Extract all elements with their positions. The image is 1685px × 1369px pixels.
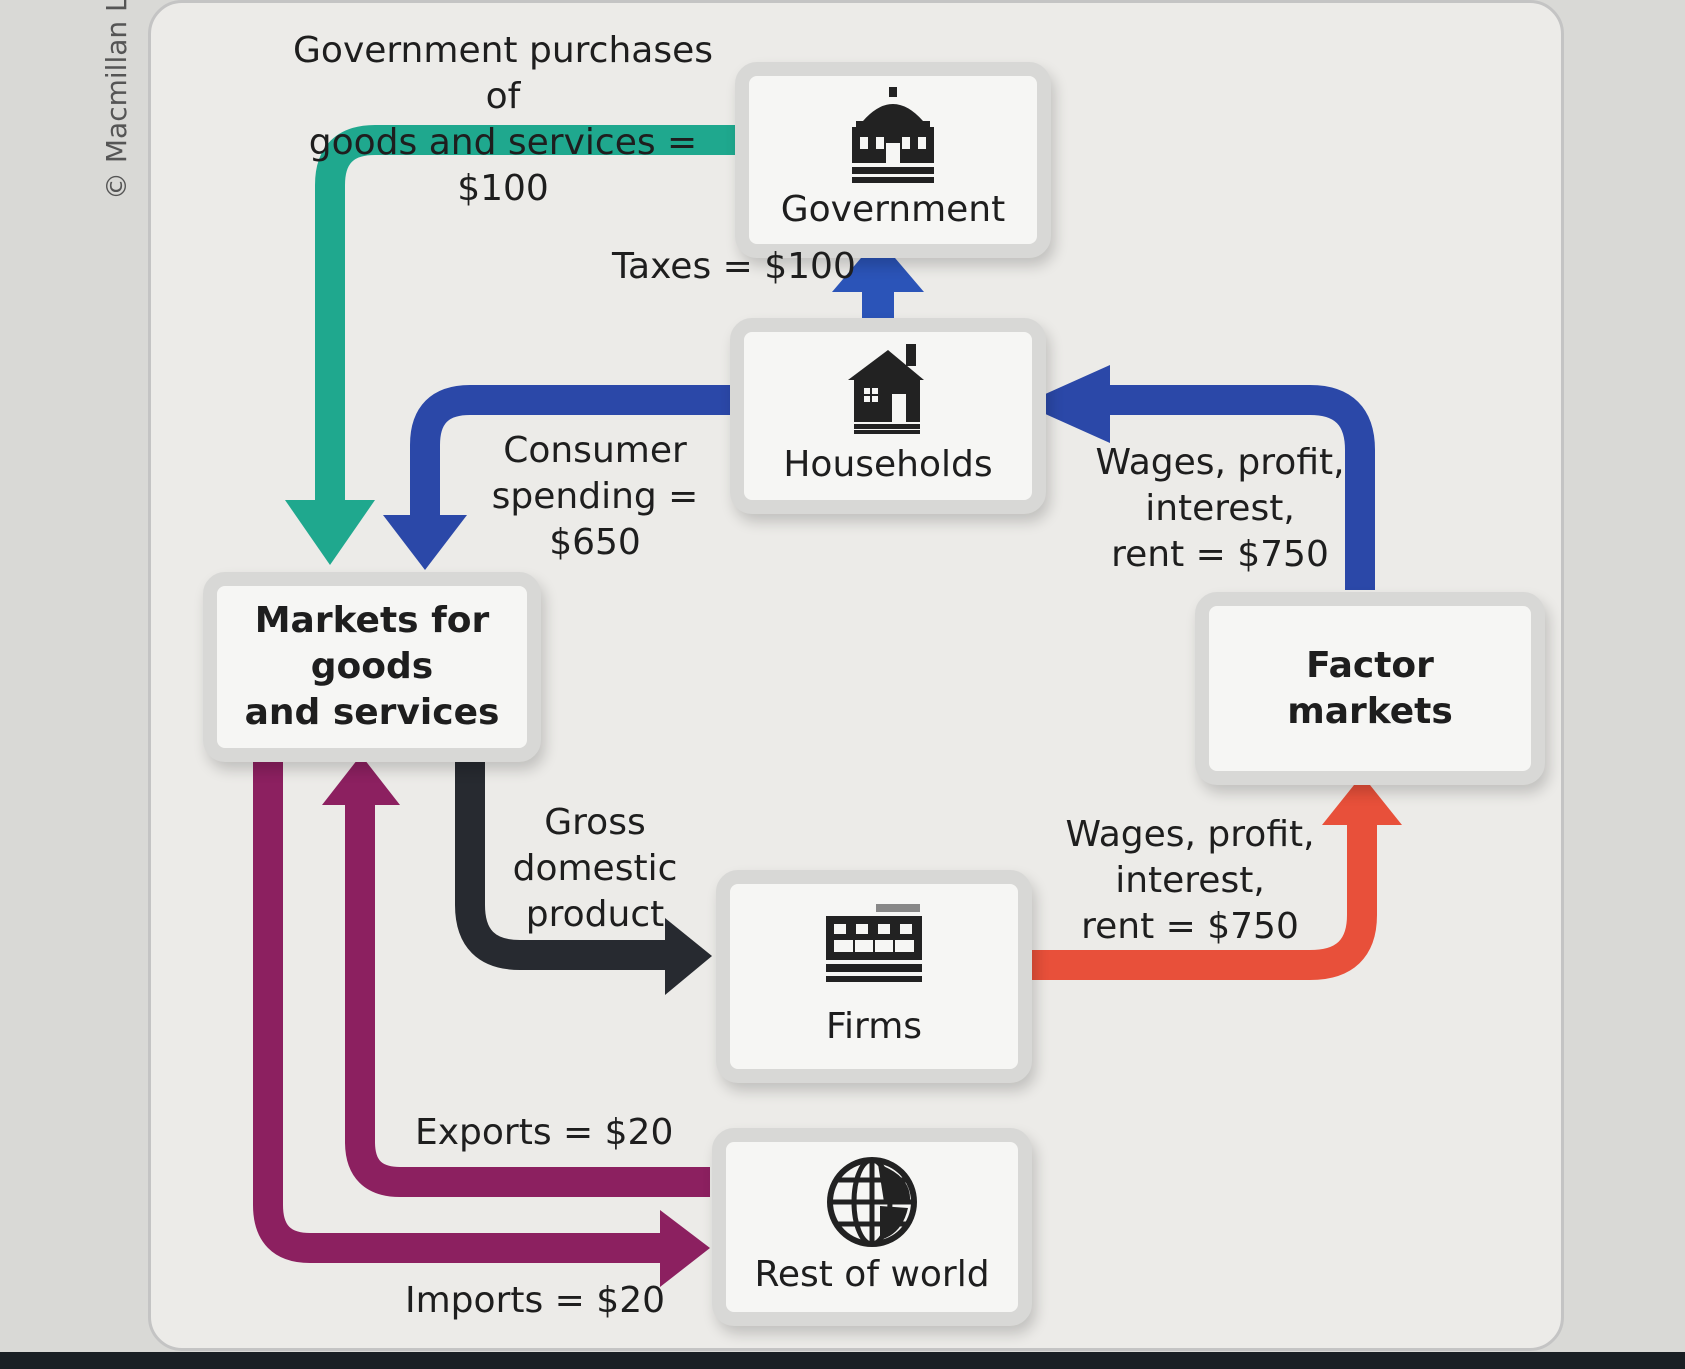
wages-to-households-label: Wages, profit, interest, rent = $750 bbox=[1095, 442, 1345, 575]
wages-from-firms-arrowhead bbox=[1322, 775, 1402, 825]
exports-arrowhead bbox=[322, 755, 400, 805]
taxes-label: Taxes = $100 bbox=[612, 246, 856, 287]
imports-arrow bbox=[253, 755, 660, 1263]
government-purchases-arrowhead bbox=[285, 500, 375, 565]
consumer-spending-arrow bbox=[410, 385, 735, 515]
households-label: Households bbox=[783, 444, 993, 485]
government-purchases-label: Government purchases of goods and servic… bbox=[293, 30, 713, 209]
wages-to-households-arrowhead bbox=[1023, 365, 1110, 443]
taxes-arrowhead bbox=[832, 238, 924, 292]
markets-goods-node: Markets for goods and services bbox=[203, 572, 541, 762]
wages-to-households-arrow bbox=[1110, 385, 1375, 590]
screen-bottom-bar bbox=[0, 1352, 1685, 1369]
firms-label: Firms bbox=[825, 1005, 923, 1047]
government-node: Government bbox=[735, 62, 1051, 258]
gdp-arrowhead bbox=[665, 918, 712, 995]
consumer-spending-label: Consumer spending = $650 bbox=[491, 430, 699, 563]
gdp-label: Gross domestic product bbox=[512, 802, 678, 935]
consumer-spending-arrowhead bbox=[383, 515, 467, 570]
government-label: Government bbox=[780, 189, 1006, 230]
exports-arrow bbox=[345, 800, 710, 1197]
imports-arrowhead bbox=[660, 1210, 710, 1287]
markets-goods-label: Markets for goods and services bbox=[244, 600, 500, 733]
factor-markets-node: Factor markets bbox=[1195, 592, 1545, 785]
imports-label: Imports = $20 bbox=[405, 1280, 665, 1321]
households-node: Households bbox=[730, 318, 1046, 514]
exports-label: Exports = $20 bbox=[415, 1112, 674, 1153]
factor-markets-label: Factor markets bbox=[1287, 644, 1453, 732]
rest-of-world-node: Rest of world bbox=[712, 1128, 1032, 1326]
wages-from-firms-arrow bbox=[1010, 820, 1377, 980]
rest-of-world-label: Rest of world bbox=[754, 1254, 990, 1295]
gdp-arrow bbox=[455, 755, 665, 970]
firms-node: Firms bbox=[716, 870, 1032, 1083]
factory-icon bbox=[826, 903, 922, 982]
house-icon bbox=[848, 344, 924, 434]
wages-from-firms-label: Wages, profit, interest, rent = $750 bbox=[1065, 814, 1315, 947]
globe-icon bbox=[827, 1157, 917, 1247]
capitol-icon bbox=[852, 87, 934, 183]
government-purchases-arrow bbox=[315, 125, 740, 500]
